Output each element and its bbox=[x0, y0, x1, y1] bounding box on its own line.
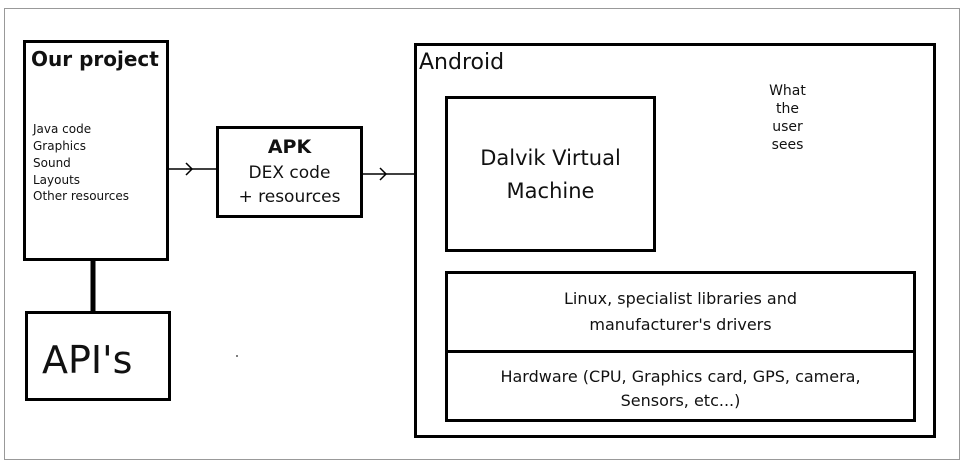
android-title: Android bbox=[419, 50, 505, 75]
phone-screen-text: What the user sees bbox=[741, 82, 834, 154]
project-item-java: Java code bbox=[33, 122, 92, 136]
stray-dot bbox=[236, 355, 238, 357]
project-title: Our project bbox=[31, 47, 159, 71]
phone-text-line2: the bbox=[776, 101, 799, 117]
linux-line1: Linux, specialist libraries and bbox=[563, 289, 798, 308]
apis-box: API's bbox=[25, 311, 171, 401]
apk-line2: + resources bbox=[238, 187, 341, 207]
dalvik-line1: Dalvik Virtual bbox=[480, 146, 621, 170]
phone-text-line3: user bbox=[772, 119, 803, 135]
apk-line1: DEX code bbox=[248, 163, 331, 183]
arrowhead-apk-dalvik bbox=[379, 167, 388, 181]
dalvik-box: Dalvik Virtual Machine bbox=[445, 96, 656, 252]
project-item-layouts: Layouts bbox=[33, 173, 81, 187]
linux-line2: manufacturer's drivers bbox=[589, 315, 772, 334]
apis-label: API's bbox=[42, 338, 133, 382]
phone-text-line1: What bbox=[769, 83, 806, 99]
project-item-graphics: Graphics bbox=[33, 139, 86, 153]
apk-title: APK bbox=[267, 136, 312, 158]
linux-box: Linux, specialist libraries and manufact… bbox=[445, 271, 916, 353]
phone-text-line4: sees bbox=[771, 137, 804, 153]
apk-box: APK DEX code + resources bbox=[216, 126, 363, 218]
arrowhead-project-apk bbox=[185, 162, 194, 176]
dalvik-line2: Machine bbox=[506, 179, 595, 203]
figure-frame bbox=[4, 8, 960, 460]
project-item-other: Other resources bbox=[33, 189, 130, 203]
project-box: Our project Java code Graphics Sound Lay… bbox=[23, 40, 169, 261]
hardware-line2: Sensors, etc...) bbox=[620, 391, 741, 410]
project-item-sound: Sound bbox=[33, 156, 71, 170]
hardware-line1: Hardware (CPU, Graphics card, GPS, camer… bbox=[500, 367, 861, 386]
hardware-box: Hardware (CPU, Graphics card, GPS, camer… bbox=[445, 350, 916, 422]
